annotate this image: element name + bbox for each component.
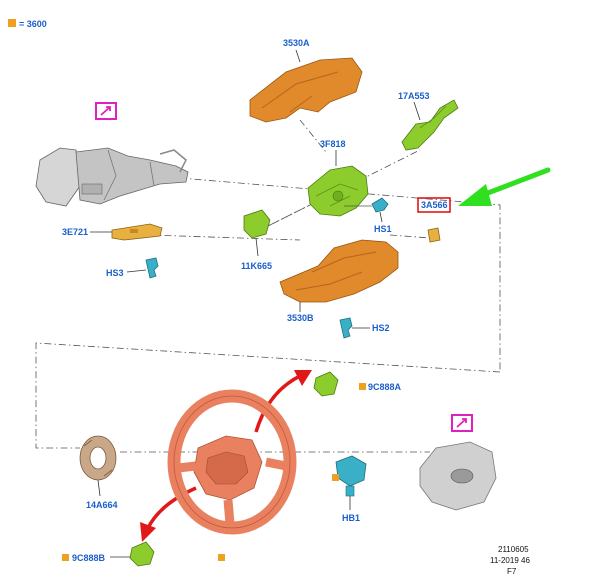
leader-17a553 bbox=[413, 101, 421, 121]
label-hs2: HS2 bbox=[372, 323, 390, 333]
footer-line-1: 2110605 bbox=[498, 545, 529, 554]
leader-hs3 bbox=[126, 269, 147, 273]
label-hs3: HS3 bbox=[106, 268, 124, 278]
green-pointer-arrow bbox=[458, 167, 551, 206]
multifunction-switch-part bbox=[401, 99, 459, 151]
red-arrow-lower bbox=[140, 486, 197, 542]
airbag-module-part bbox=[419, 441, 497, 511]
bolt-hb1 bbox=[335, 455, 367, 497]
reference-marker-2 bbox=[451, 414, 473, 432]
label-3f818: 3F818 bbox=[320, 139, 346, 149]
bracket-part bbox=[111, 223, 163, 241]
label-hb1: HB1 bbox=[342, 513, 360, 523]
label-3530a: 3530A bbox=[283, 38, 310, 48]
reference-marker-1 bbox=[95, 102, 117, 120]
label-17a553: 17A553 bbox=[398, 91, 430, 101]
label-3530b: 3530B bbox=[287, 313, 314, 323]
screw-hs1 bbox=[344, 197, 389, 213]
switch-9c888a-part bbox=[313, 371, 339, 397]
label-9c888b: 9C888B bbox=[72, 553, 106, 563]
legend-marker-wheel bbox=[218, 554, 225, 561]
upper-shroud-part bbox=[249, 57, 363, 123]
legend-text: = 3600 bbox=[19, 19, 47, 29]
red-arrow-upper bbox=[254, 370, 312, 433]
label-3e721: 3E721 bbox=[62, 227, 88, 237]
footer-line-3: F7 bbox=[507, 567, 517, 576]
switch-9c888b-part bbox=[129, 541, 155, 567]
leader-11k665 bbox=[255, 237, 259, 257]
label-11k665: 11K665 bbox=[241, 261, 272, 271]
screw-hs3 bbox=[145, 257, 159, 279]
leader-hs1 bbox=[379, 211, 383, 223]
leader-3530a bbox=[295, 49, 301, 63]
lower-shroud-part bbox=[279, 239, 399, 303]
legend-marker-9c888a bbox=[359, 383, 366, 390]
legend-marker-hb1 bbox=[332, 474, 339, 481]
switch-11k665-part bbox=[243, 209, 271, 239]
leader-14a664 bbox=[97, 479, 101, 497]
label-9c888a: 9C888A bbox=[368, 382, 402, 392]
switch-housing-part bbox=[307, 165, 369, 217]
steering-wheel-part bbox=[167, 389, 297, 535]
highlight-box-3a566 bbox=[417, 197, 451, 213]
label-3a566: 3A566 bbox=[421, 200, 448, 210]
screw-hs2 bbox=[339, 317, 353, 339]
label-hs1: HS1 bbox=[374, 224, 392, 234]
footer-line-2: 11-2019 46 bbox=[490, 556, 530, 565]
clip-part bbox=[427, 227, 441, 243]
label-14a664: 14A664 bbox=[86, 500, 118, 510]
legend-marker-9c888b bbox=[62, 554, 69, 561]
clockspring-part bbox=[79, 435, 117, 481]
legend-swatch bbox=[8, 19, 16, 27]
steering-column-part bbox=[35, 147, 189, 207]
assembly-centerlines bbox=[35, 119, 501, 453]
